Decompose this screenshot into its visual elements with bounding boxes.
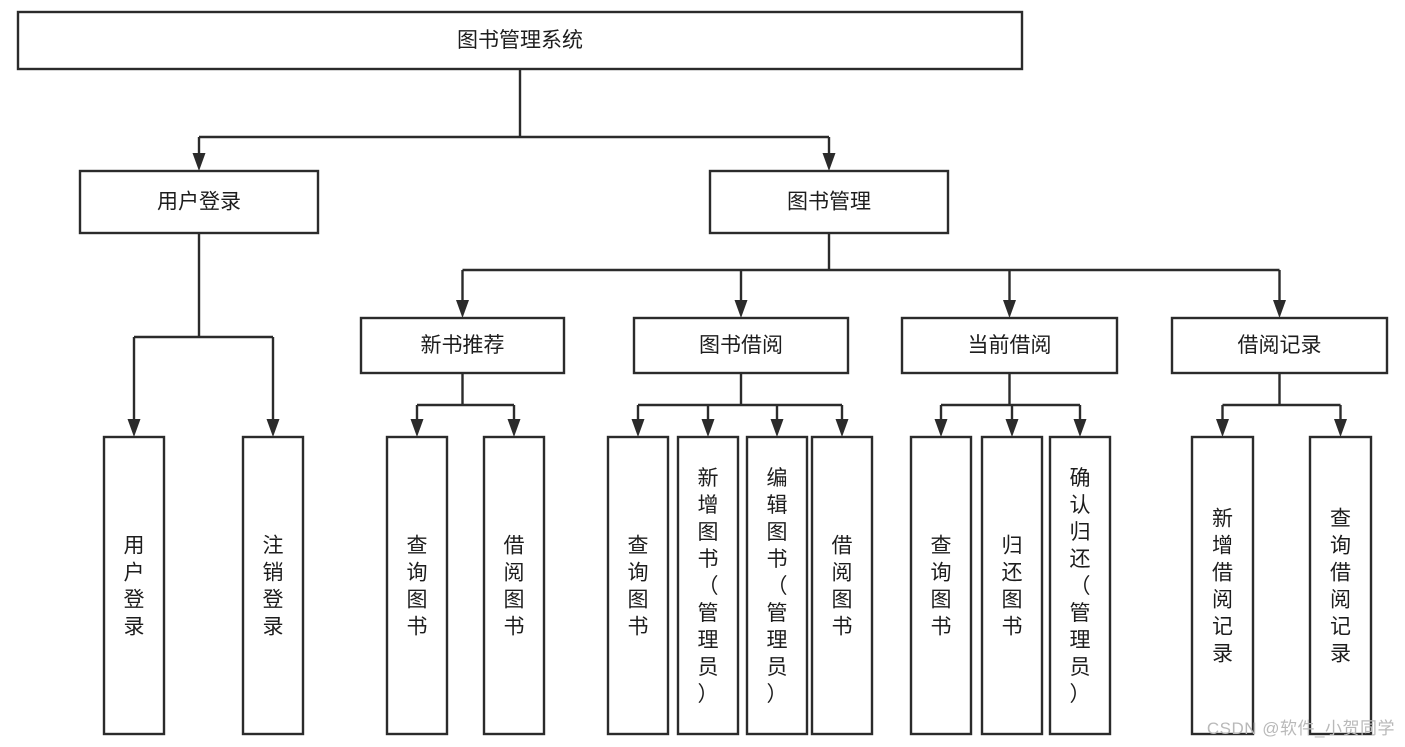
node-box-leaf-borrow-book-1[interactable] [482, 435, 546, 736]
node-current-borrow[interactable]: 当前借阅 [900, 316, 1119, 375]
node-box-leaf-user-login[interactable] [102, 435, 166, 736]
node-leaf-return-book[interactable]: 归还图书 [980, 435, 1044, 736]
node-leaf-query-book-1[interactable]: 查询图书 [385, 435, 449, 736]
node-label-leaf-add-record: 新增借阅记录 [1212, 508, 1233, 666]
node-leaf-query-book-2[interactable]: 查询图书 [606, 435, 670, 736]
node-label-user-login: 用户登录 [157, 191, 241, 214]
node-leaf-query-book-3[interactable]: 查询图书 [909, 435, 973, 736]
node-label-new-book-rec: 新书推荐 [421, 334, 505, 357]
node-book-manage[interactable]: 图书管理 [708, 169, 950, 235]
node-box-leaf-query-book-2[interactable] [606, 435, 670, 736]
node-leaf-borrow-book-1[interactable]: 借阅图书 [482, 435, 546, 736]
nodes-layer: 图书管理系统用户登录图书管理新书推荐图书借阅当前借阅借阅记录用户登录注销登录查询… [16, 10, 1389, 736]
node-box-leaf-logout[interactable] [241, 435, 305, 736]
node-leaf-borrow-book-2[interactable]: 借阅图书 [810, 435, 874, 736]
node-leaf-logout[interactable]: 注销登录 [241, 435, 305, 736]
node-leaf-edit-book[interactable]: 编辑图书（管理员） [745, 435, 809, 736]
node-root[interactable]: 图书管理系统 [16, 10, 1024, 71]
node-box-borrow-record[interactable] [1170, 316, 1389, 375]
node-label-leaf-query-book-1: 查询图书 [407, 535, 428, 639]
node-label-leaf-add-book: 新增图书（管理员） [698, 467, 719, 706]
node-box-root[interactable] [16, 10, 1024, 71]
node-label-leaf-query-record: 查询借阅记录 [1330, 508, 1351, 666]
node-box-leaf-confirm-return[interactable] [1048, 435, 1112, 736]
node-label-book-manage: 图书管理 [787, 191, 871, 214]
node-box-leaf-add-book[interactable] [676, 435, 740, 736]
node-book-borrow[interactable]: 图书借阅 [632, 316, 850, 375]
node-label-book-borrow: 图书借阅 [699, 334, 783, 357]
node-label-leaf-query-book-3: 查询图书 [931, 535, 952, 639]
node-box-book-manage[interactable] [708, 169, 950, 235]
node-leaf-confirm-return[interactable]: 确认归还（管理员） [1048, 435, 1112, 736]
node-leaf-query-record[interactable]: 查询借阅记录 [1308, 435, 1373, 736]
node-box-current-borrow[interactable] [900, 316, 1119, 375]
node-leaf-add-record[interactable]: 新增借阅记录 [1190, 435, 1255, 736]
node-box-leaf-query-book-3[interactable] [909, 435, 973, 736]
node-label-leaf-logout: 注销登录 [263, 535, 284, 639]
connector-group [631, 373, 849, 437]
node-label-leaf-query-book-2: 查询图书 [628, 535, 649, 639]
node-label-current-borrow: 当前借阅 [968, 334, 1052, 357]
node-box-book-borrow[interactable] [632, 316, 850, 375]
watermark-text: CSDN @软件_小贺同学 [1206, 719, 1395, 738]
node-label-leaf-borrow-book-2: 借阅图书 [832, 535, 853, 639]
node-label-leaf-return-book: 归还图书 [1002, 535, 1023, 639]
node-borrow-record[interactable]: 借阅记录 [1170, 316, 1389, 375]
connector-group [127, 233, 280, 437]
node-label-leaf-user-login: 用户登录 [124, 535, 145, 639]
connector-group [192, 69, 836, 171]
connector-group [934, 373, 1087, 437]
node-user-login[interactable]: 用户登录 [78, 169, 320, 235]
node-box-leaf-return-book[interactable] [980, 435, 1044, 736]
node-label-leaf-borrow-book-1: 借阅图书 [504, 535, 525, 639]
node-box-leaf-edit-book[interactable] [745, 435, 809, 736]
node-box-leaf-add-record[interactable] [1190, 435, 1255, 736]
node-new-book-rec[interactable]: 新书推荐 [359, 316, 566, 375]
node-leaf-user-login[interactable]: 用户登录 [102, 435, 166, 736]
node-label-root: 图书管理系统 [457, 29, 583, 52]
node-box-new-book-rec[interactable] [359, 316, 566, 375]
node-label-borrow-record: 借阅记录 [1238, 334, 1322, 357]
connector-group [456, 233, 1286, 318]
node-box-leaf-query-book-1[interactable] [385, 435, 449, 736]
connectors-layer [127, 69, 1347, 437]
node-box-leaf-borrow-book-2[interactable] [810, 435, 874, 736]
node-box-leaf-query-record[interactable] [1308, 435, 1373, 736]
node-label-leaf-confirm-return: 确认归还（管理员） [1070, 467, 1091, 706]
connector-group [410, 373, 521, 437]
node-box-user-login[interactable] [78, 169, 320, 235]
node-leaf-add-book[interactable]: 新增图书（管理员） [676, 435, 740, 736]
connector-group [1216, 373, 1347, 437]
node-label-leaf-edit-book: 编辑图书（管理员） [767, 467, 788, 706]
